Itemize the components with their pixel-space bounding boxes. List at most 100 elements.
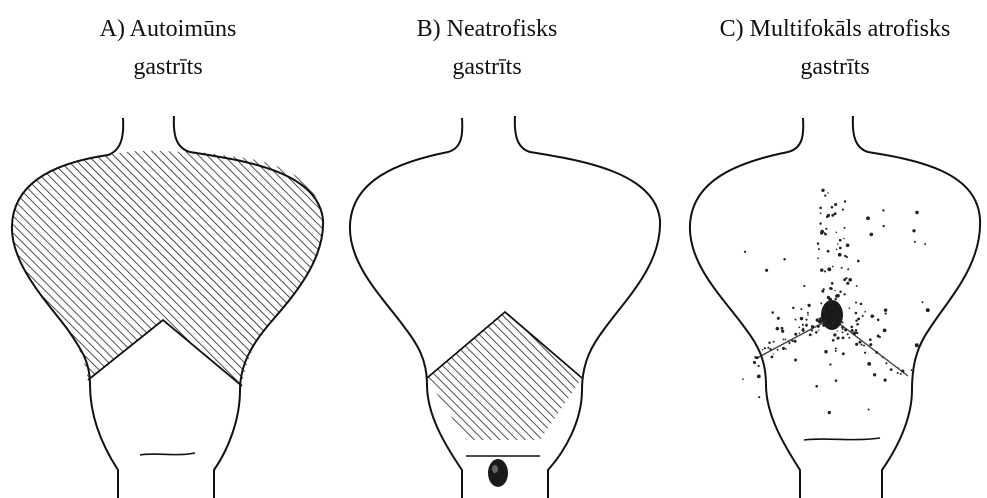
speckle-dot (915, 211, 919, 215)
speckle-dot (792, 307, 794, 309)
speckle-dot (839, 306, 841, 308)
speckle-dot (915, 343, 919, 347)
speckle-dot (835, 294, 839, 298)
speckle-dot (882, 209, 884, 211)
speckle-dot (914, 241, 916, 243)
speckle-dot (807, 314, 809, 316)
speckle-dot (869, 343, 872, 346)
speckle-dot (833, 333, 836, 336)
speckle-dot (835, 379, 838, 382)
speckle-dot (771, 311, 774, 314)
pylorus-a (140, 453, 195, 455)
speckle-dot (753, 361, 756, 364)
speckle-dot (781, 330, 784, 333)
speckle-dot (807, 312, 809, 314)
speckle-dot (847, 268, 849, 270)
speckle-dot (824, 270, 826, 272)
speckle-dot (877, 319, 880, 322)
speckle-dot (817, 242, 820, 245)
speckle-dot (773, 353, 774, 354)
speckle-dot (822, 323, 826, 327)
speckle-dot (794, 359, 797, 362)
speckle-dot (842, 331, 844, 333)
speckle-dot (911, 369, 913, 371)
speckle-dot (868, 408, 870, 410)
speckle-dot (823, 306, 825, 308)
speckle-dot (771, 356, 774, 359)
speckle-dot (817, 325, 820, 328)
speckle-dot (769, 348, 771, 350)
hatched-region-a (12, 151, 323, 386)
speckle-dot (818, 330, 819, 331)
speckle-dot (827, 267, 831, 271)
speckle-dot (860, 303, 863, 306)
speckle-dot (845, 277, 847, 279)
speckle-dot (795, 319, 797, 321)
speckle-dot (855, 329, 858, 332)
speckle-dot (802, 324, 804, 326)
pylorus-c (804, 438, 880, 440)
speckle-dot (890, 368, 893, 371)
speckle-dot (777, 349, 779, 351)
speckle-dot (764, 347, 766, 349)
speckle-dot (885, 362, 887, 364)
speckle-dot (846, 243, 850, 247)
speckle-dot (879, 336, 881, 338)
speckle-dot (852, 332, 856, 336)
speckle-dot (837, 337, 840, 340)
speckle-dot (883, 378, 886, 381)
speckle-dot (821, 189, 824, 192)
speckle-dot (785, 348, 787, 350)
speckle-dot (831, 214, 834, 217)
speckle-dot (842, 336, 845, 339)
speckle-dot (867, 362, 871, 366)
speckle-dot (754, 356, 757, 359)
speckle-dot (856, 323, 859, 326)
speckle-dot (900, 373, 902, 375)
speckle-dot (825, 228, 827, 230)
speckle-dot (834, 212, 837, 215)
speckle-dot (835, 298, 837, 300)
speckle-dot (850, 326, 853, 329)
speckle-dot (855, 320, 857, 322)
speckle-dot (822, 308, 824, 310)
speckle-dot (848, 278, 852, 282)
speckle-dot (809, 333, 812, 336)
speckle-dot (828, 411, 831, 414)
speckle-dot (758, 396, 760, 398)
speckle-dot (836, 232, 838, 234)
speckle-dot (839, 247, 842, 250)
speckle-dot (869, 233, 873, 237)
speckle-dot (829, 363, 831, 365)
speckle-dot (855, 301, 857, 303)
speckle-dot (901, 370, 904, 373)
stomach-a (12, 116, 323, 498)
speckle-dot (858, 341, 861, 344)
speckle-dot (846, 282, 849, 285)
speckle-dot (832, 321, 835, 324)
speckle-dot (873, 373, 876, 376)
speckle-dot (841, 326, 843, 328)
speckle-dot (831, 282, 834, 285)
speckle-dot (819, 317, 821, 319)
speckle-dot (846, 256, 848, 258)
speckle-dot (884, 308, 888, 312)
speckle-dot (784, 339, 785, 340)
speckle-dot (842, 321, 844, 323)
speckle-dot (777, 317, 780, 320)
speckle-dot (844, 328, 847, 331)
ulcer-b (488, 459, 508, 487)
stomach-outline-b (350, 118, 462, 498)
speckle-dot (807, 304, 810, 307)
speckle-dot (882, 356, 884, 358)
speckle-dot (824, 313, 826, 315)
speckle-dot (834, 290, 835, 291)
speckle-dot (851, 329, 854, 332)
speckle-dot (835, 350, 837, 352)
speckle-dot (837, 243, 839, 245)
speckle-dot (799, 333, 800, 334)
speckle-dot (883, 225, 885, 227)
speckle-dot (824, 322, 826, 324)
speckle-dot (783, 339, 785, 341)
